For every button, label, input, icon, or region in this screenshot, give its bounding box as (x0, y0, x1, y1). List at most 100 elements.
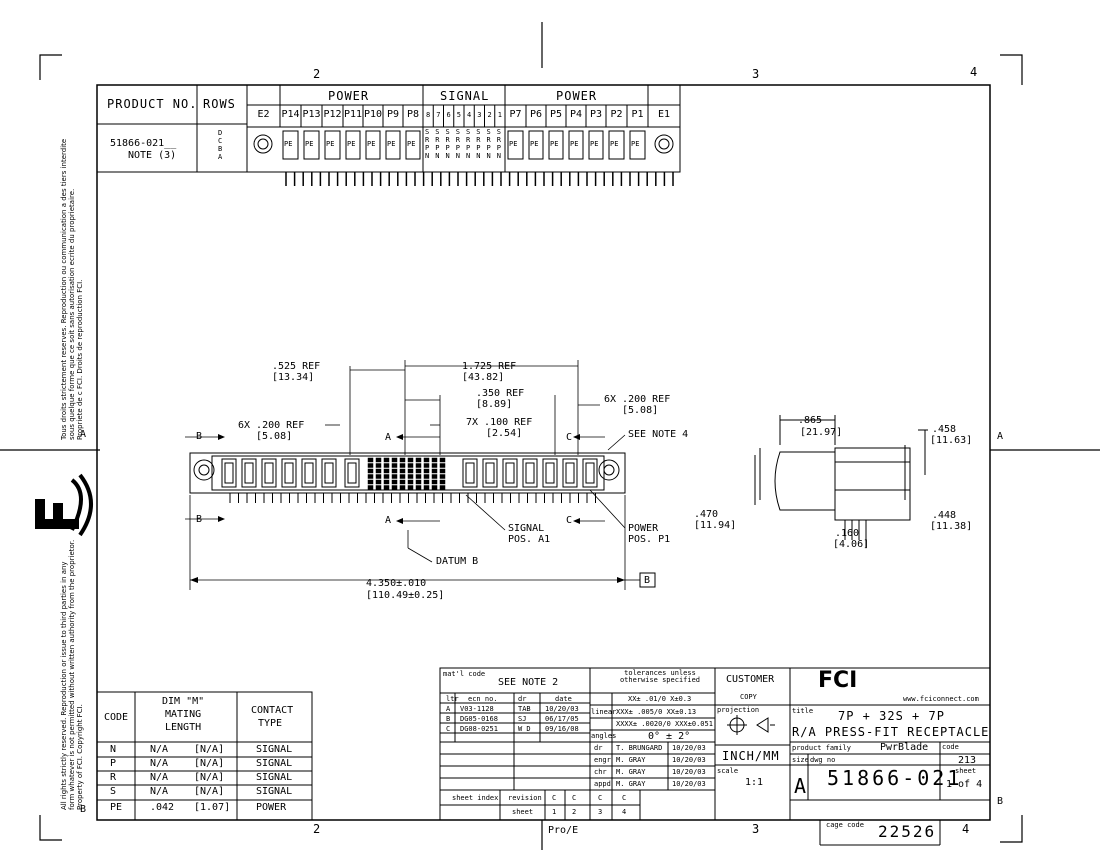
dim-350: .350 REF (476, 388, 525, 399)
customer-label: CUSTOMER (726, 674, 775, 685)
title-line-2: R/A PRESS-FIT RECEPTACLE (792, 725, 990, 739)
cage-code-label: cage code (826, 821, 864, 829)
contact-header-2: TYPE (258, 718, 283, 729)
code-row-mm: [N/A] (194, 786, 225, 797)
scale-value: 1:1 (745, 777, 764, 788)
overall-dim-mm: [110.49±0.25] (366, 590, 445, 601)
power-slot (502, 458, 518, 488)
left-col-p9: P9 (386, 109, 400, 120)
signal-contact-letter: S (455, 128, 460, 136)
row-c: C (218, 137, 223, 145)
size-value: A (794, 774, 810, 798)
power-right-label: POWER (556, 89, 598, 103)
side-dim-470: .470 (694, 509, 719, 520)
title-label: title (792, 707, 814, 715)
signal-cell (431, 479, 438, 485)
rows-header: ROWS (203, 97, 236, 111)
power-slot (542, 458, 558, 488)
power-slot-inner (565, 462, 575, 484)
signal-pos-a1: POS. A1 (508, 534, 551, 545)
rev-cell: 10/20/03 (545, 705, 579, 713)
pe-contact: PE (284, 140, 293, 148)
signal-contact-letter: R (425, 136, 430, 144)
code-row-code: PE (110, 802, 123, 813)
signal-cell (383, 457, 390, 463)
zone-side-b-left: B (80, 804, 87, 815)
section-b-bottom: B (196, 514, 203, 525)
product-family-label: product family (792, 744, 852, 752)
pe-contact: PE (550, 140, 559, 148)
power-slot-inner (545, 462, 555, 484)
rev-cell: 06/17/05 (545, 715, 579, 723)
signal-cell (399, 479, 406, 485)
pe-contact: PE (530, 140, 539, 148)
zone-bottom-4: 4 (962, 822, 971, 836)
signal-cell (431, 463, 438, 468)
projection-label: projection (717, 706, 760, 714)
legal-note-en-2: form whatever is not permitted without w… (68, 539, 76, 810)
dim-m-header-3: LENGTH (165, 722, 202, 733)
signal-contact-letter: S (466, 128, 471, 136)
row-a: A (218, 153, 223, 161)
dim-m-header-2: MATING (165, 709, 202, 720)
section-c-top: C (566, 432, 573, 443)
zone-top-3: 3 (752, 67, 761, 81)
signal-cell (367, 457, 374, 463)
signal-cell (415, 485, 422, 490)
signal-cell (407, 485, 414, 490)
signal-col-6: 6 (446, 111, 451, 119)
dwg-no-value: 51866-021 (827, 766, 963, 790)
right-col-p7: P7 (509, 109, 522, 120)
row-d: D (218, 129, 223, 137)
code-label: code (942, 743, 959, 751)
code-header: CODE (104, 712, 129, 723)
contact-header-1: CONTACT (251, 705, 294, 716)
sheet-index-cell: 3 (598, 808, 603, 816)
code-row-mm: [1.07] (194, 802, 231, 813)
signal-col-7: 7 (436, 111, 441, 119)
signal-col-4: 4 (467, 111, 472, 119)
fci-logo-small: FCI (818, 668, 858, 693)
signal-cell (375, 463, 382, 468)
code-row-type: POWER (256, 802, 287, 813)
dim-m-header-1: DIM "M" (162, 696, 205, 707)
corner-mark-br (1000, 815, 1023, 843)
right-col-p2: P2 (610, 109, 623, 120)
signal-cell (439, 457, 446, 463)
signal-contact-letter: P (466, 144, 471, 152)
dim-525-mm: [13.34] (272, 372, 315, 383)
signal-col-3: 3 (477, 111, 482, 119)
signal-contact-letter: P (496, 144, 501, 152)
signal-col-2: 2 (487, 111, 492, 119)
signal-cell (367, 485, 374, 490)
pe-contact: PE (590, 140, 599, 148)
signal-cell (415, 457, 422, 463)
code-row-type: SIGNAL (256, 786, 293, 797)
signoff-cell: M. GRAY (616, 756, 646, 764)
legal-note-fr-3: Propriete de c FCI. Droits de reproducti… (76, 279, 84, 440)
sheet-index-label: sheet index (452, 794, 499, 802)
signal-contact-letter: P (445, 144, 450, 152)
side-dim-458: .458 (932, 424, 957, 435)
signal-cell (439, 485, 446, 490)
signal-contact-letter: R (486, 136, 491, 144)
signal-cell (391, 485, 398, 490)
zone-side-a-right: A (997, 431, 1004, 442)
sheet-no-label: sheet (955, 767, 977, 775)
rev-cell: V03-1128 (460, 705, 494, 713)
signal-contact-letter: N (466, 152, 471, 160)
signal-cell (431, 468, 438, 474)
signal-cell (415, 463, 422, 468)
right-col-p6: P6 (529, 109, 543, 120)
signal-cell (391, 457, 398, 463)
signoff-cell: 10/20/03 (672, 768, 706, 776)
power-pos-p1: POS. P1 (628, 534, 671, 545)
legal-note-fr-2: sous quelque forme que ce soit sans auto… (68, 188, 76, 440)
signal-cell (399, 474, 406, 479)
tol-line-3: XXXX± .0020/0 XXX±0.051 (616, 720, 713, 728)
signoff-cell: chr (594, 768, 607, 776)
pe-contact: PE (387, 140, 396, 148)
signal-cell (399, 485, 406, 490)
signal-cell (391, 474, 398, 479)
code-row-in: N/A (150, 758, 169, 769)
